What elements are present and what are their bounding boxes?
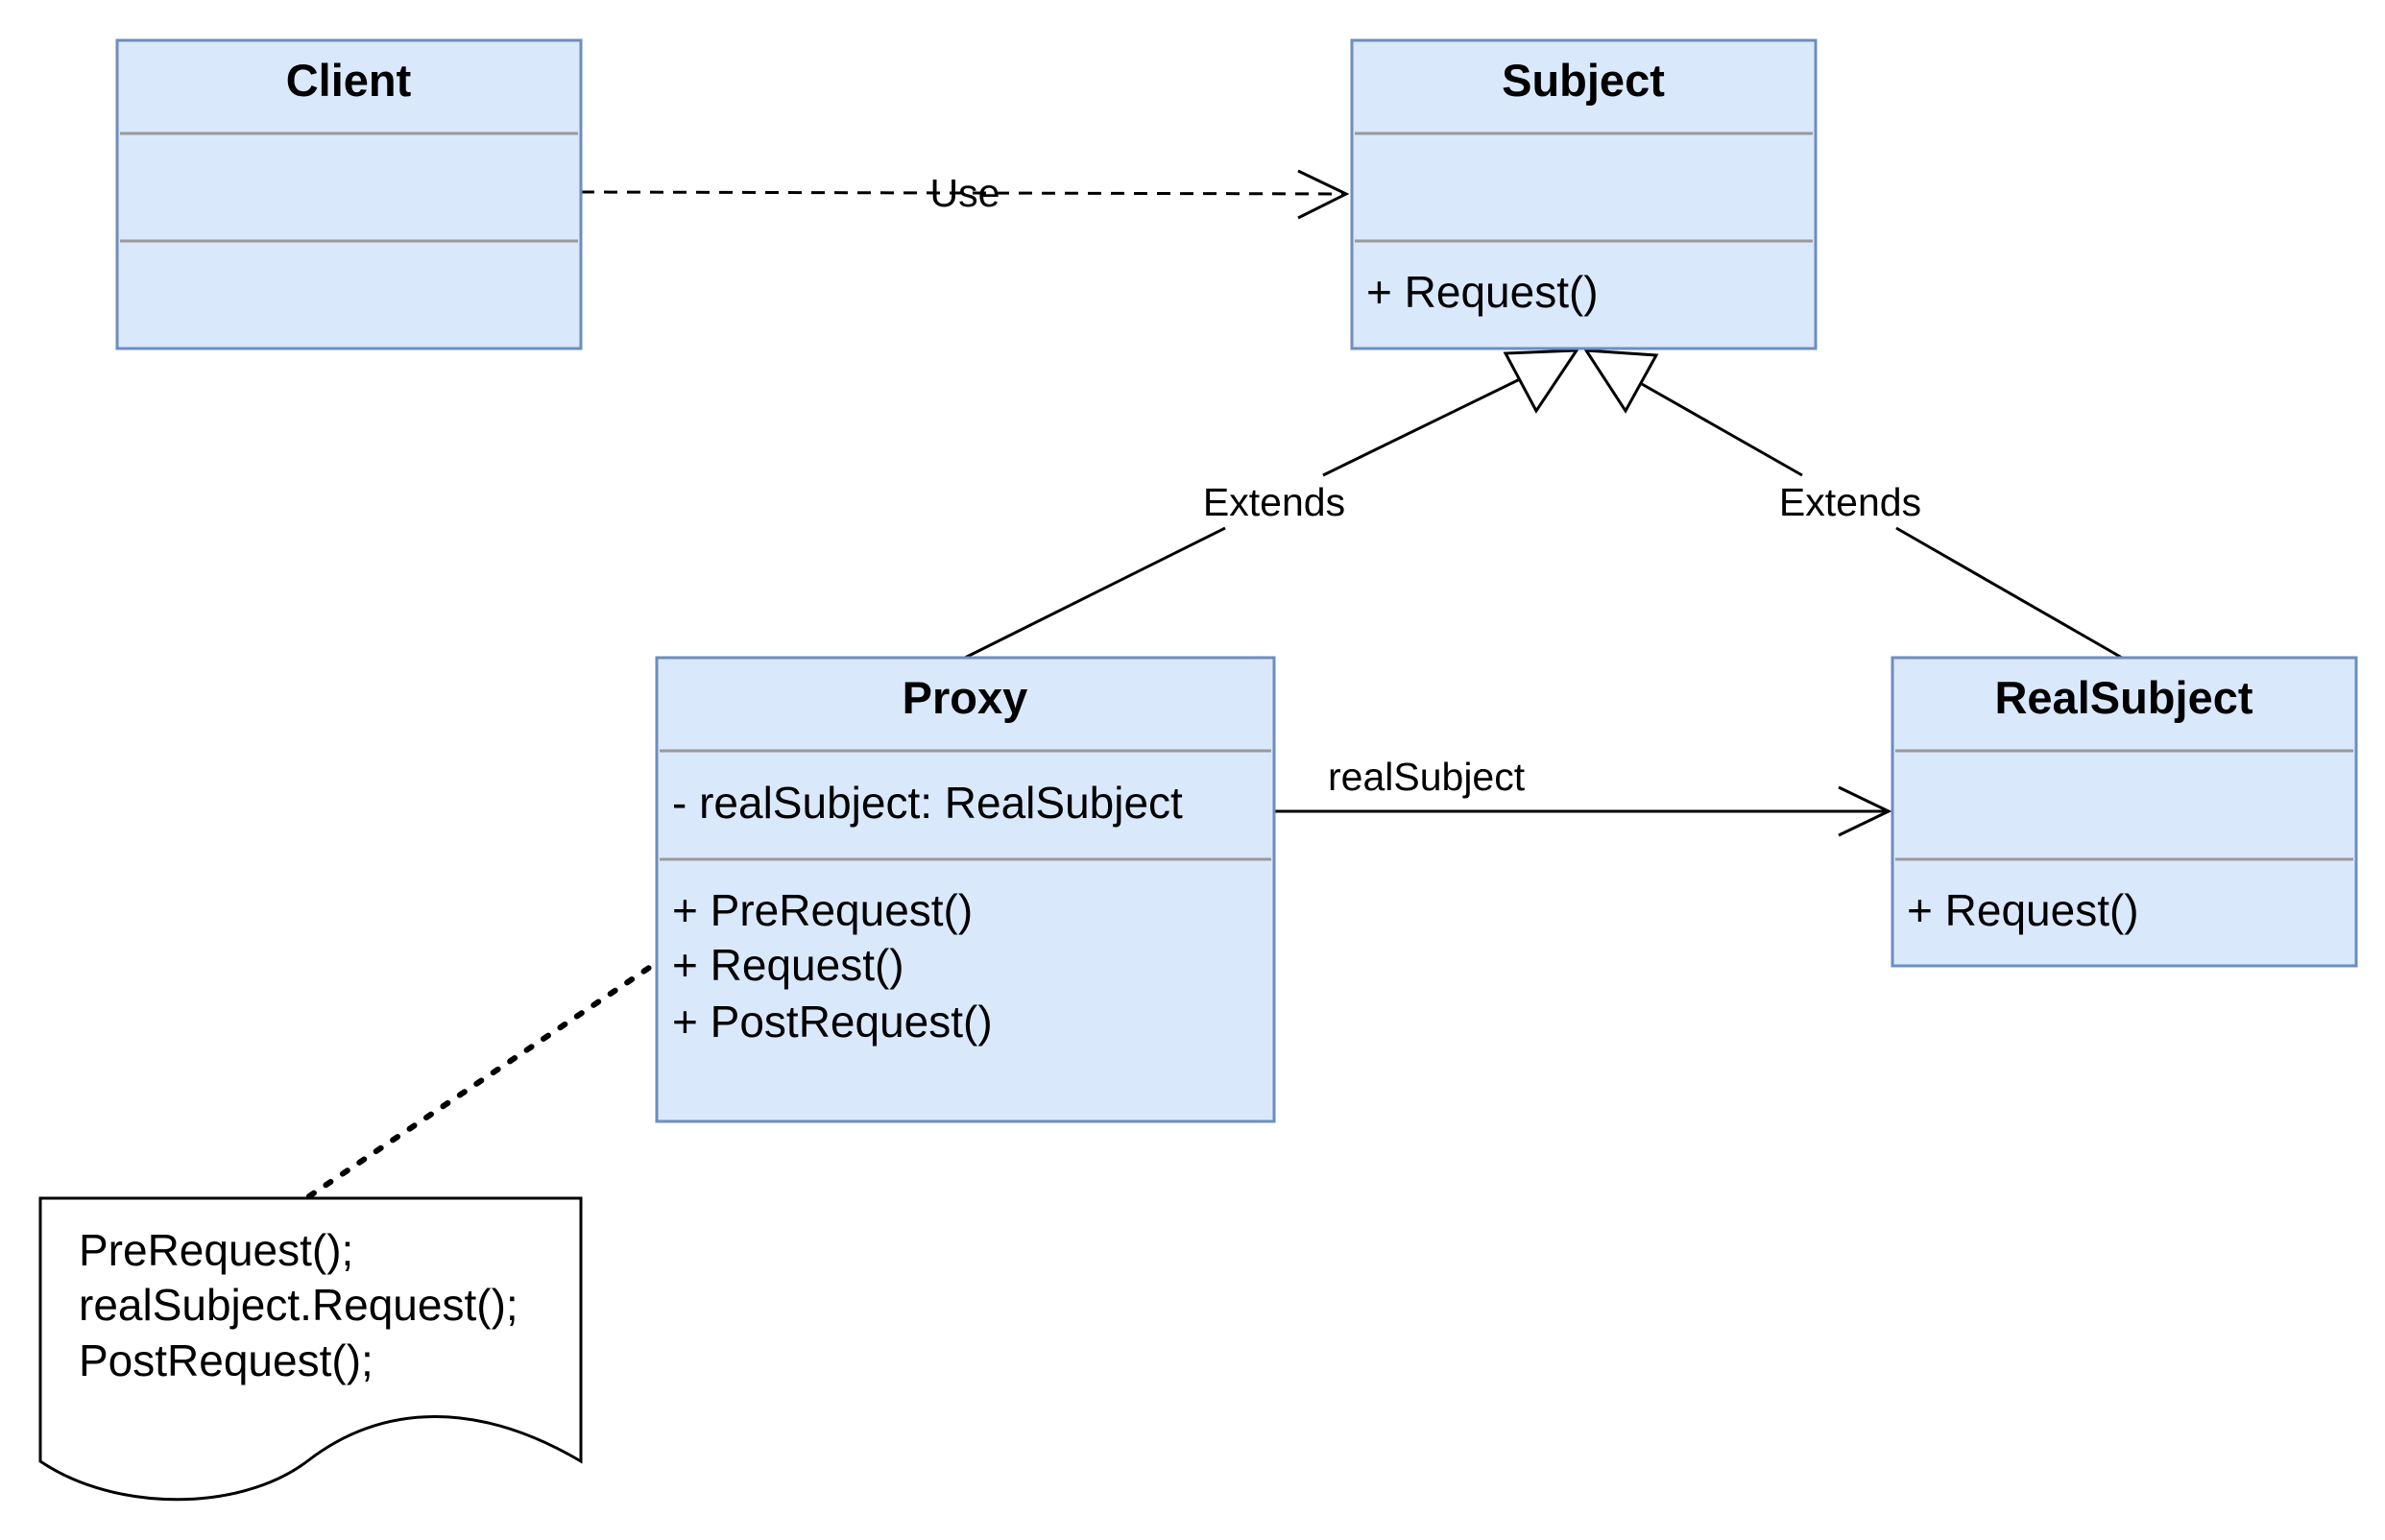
note-anchor [306,965,652,1199]
note-proxy-request[interactable]: PreRequest(); realSubject.Request(); Pos… [38,1196,583,1502]
note-line-1: PreRequest(); [79,1225,353,1275]
class-proxy[interactable]: Proxy - realSubject: RealSubject + PreRe… [655,656,1276,1123]
note-line-2: realSubject.Request(); [79,1280,518,1330]
proxy-extends-subject[interactable]: Extends [964,349,1579,660]
method-request: + Request() [1366,267,1599,317]
method-postrequest: + PostRequest() [672,997,993,1047]
extends-label-left: Extends [1203,480,1345,524]
use-label: Use [930,171,1000,215]
class-realsubject[interactable]: RealSubject + Request() [1891,656,2358,968]
class-client[interactable]: Client [115,38,583,350]
method-request: + Request() [1907,885,2139,935]
note-line-3: PostRequest(); [79,1335,373,1385]
association-label: realSubject [1328,755,1526,799]
realsubject-extends-subject[interactable]: Extends [1583,349,2123,660]
class-name: Subject [1502,55,1665,106]
inheritance-triangle-left [1503,349,1579,414]
extends-label-right: Extends [1779,480,1921,524]
class-subject[interactable]: Subject + Request() [1350,38,1818,350]
attribute-realsubject: - realSubject: RealSubject [672,778,1183,828]
inheritance-triangle-right [1583,349,1659,414]
class-name: Client [286,55,412,106]
realsubject-association[interactable]: realSubject [1274,755,1892,837]
class-name: RealSubject [1994,672,2252,723]
method-prerequest: + PreRequest() [672,885,973,935]
use-dependency[interactable]: Use [580,169,1350,220]
method-request: + Request() [672,940,904,990]
class-name: Proxy [903,672,1028,723]
